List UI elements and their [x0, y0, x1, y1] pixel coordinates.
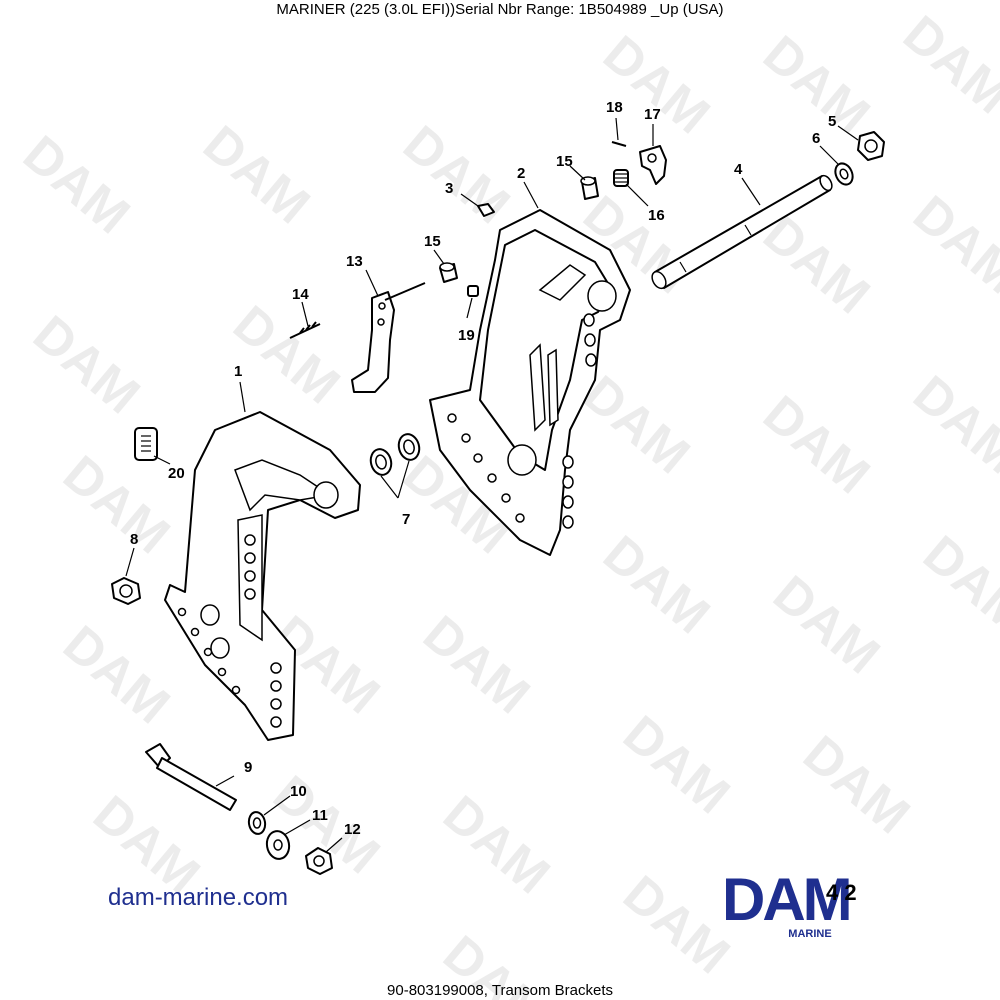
part-3-grease-fitting	[477, 203, 495, 217]
watermark: DAM	[892, 5, 1000, 126]
watermark: DAM	[12, 125, 140, 246]
watermark: DAM	[752, 385, 880, 506]
callout-5: 5	[828, 113, 836, 130]
callout-18: 18	[606, 99, 623, 116]
part-7-washers	[369, 433, 421, 476]
watermark: DAM	[592, 25, 720, 146]
callout-16: 16	[648, 207, 665, 224]
callout-9: 9	[244, 759, 252, 776]
callout-20: 20	[168, 465, 185, 482]
watermark: DAM	[762, 565, 890, 686]
part-18-pin	[611, 141, 627, 147]
callout-19: 19	[458, 327, 475, 344]
watermark: DAM	[752, 25, 880, 146]
watermark: DAM	[392, 115, 520, 236]
callout-1: 1	[234, 363, 242, 380]
watermark: DAM	[52, 615, 180, 736]
callout-2: 2	[517, 165, 525, 182]
logo-text: DAM	[722, 872, 850, 933]
website-link[interactable]: dam-marine.com	[108, 884, 289, 911]
part-20-decal	[134, 427, 158, 461]
watermark: DAM	[902, 185, 1000, 306]
callout-14: 14	[292, 286, 309, 303]
callout-3: 3	[445, 180, 453, 197]
watermark: DAM	[412, 605, 540, 726]
footer-caption: 90-803199008, Transom Brackets	[387, 982, 613, 999]
part-2-transom-bracket	[429, 209, 631, 556]
watermark: DAM	[22, 305, 150, 426]
part-17-lever	[639, 145, 667, 185]
callout-4: 4	[734, 161, 743, 178]
callout-11: 11	[312, 807, 328, 824]
page-title: MARINER (225 (3.0L EFI))Serial Nbr Range…	[276, 1, 724, 18]
part-8-nut	[111, 577, 141, 605]
callout-13: 13	[346, 253, 363, 270]
part-4-tilt-tube	[651, 174, 833, 290]
leader-lines	[125, 117, 859, 853]
part-6-washer	[834, 162, 854, 186]
logo-overlay-text: 4 2	[826, 880, 857, 905]
dam-marine-logo: DAM	[722, 872, 853, 933]
part-10-washer	[247, 811, 267, 835]
watermark: DAM	[612, 705, 740, 826]
watermark: DAM	[592, 525, 720, 646]
callout-15a: 15	[424, 233, 441, 250]
callout-17: 17	[644, 106, 661, 123]
part-15-bushing-lower	[439, 262, 458, 283]
watermark: DAM	[52, 445, 180, 566]
logo-subtitle: MARINE	[788, 928, 832, 940]
callout-labels: 1 2 3 4 5 6 7 8 9 10 11 12 13 14 15 15 1…	[130, 99, 836, 838]
watermark: DAM	[912, 525, 1000, 646]
callout-15b: 15	[556, 153, 573, 170]
callout-12: 12	[344, 821, 361, 838]
part-13-tilt-lock-lever	[351, 282, 426, 393]
part-15-bushing-upper	[580, 176, 599, 200]
watermark: DAM	[902, 365, 1000, 486]
part-5-nut	[857, 131, 885, 161]
callout-8: 8	[130, 531, 138, 548]
callout-6: 6	[812, 130, 820, 147]
callout-7: 7	[402, 511, 410, 528]
callout-10: 10	[290, 783, 307, 800]
watermark: DAM	[792, 725, 920, 846]
part-1-transom-bracket	[164, 411, 361, 741]
part-12-nut	[305, 847, 333, 875]
watermark: DAM	[432, 785, 560, 906]
part-19-pin	[467, 285, 479, 297]
part-9-bolt	[145, 743, 237, 811]
part-11-washer	[265, 830, 291, 860]
part-16-spring	[613, 169, 629, 187]
part-14-spring	[289, 321, 321, 339]
watermark: DAM	[192, 115, 320, 236]
watermark: DAM	[222, 295, 350, 416]
